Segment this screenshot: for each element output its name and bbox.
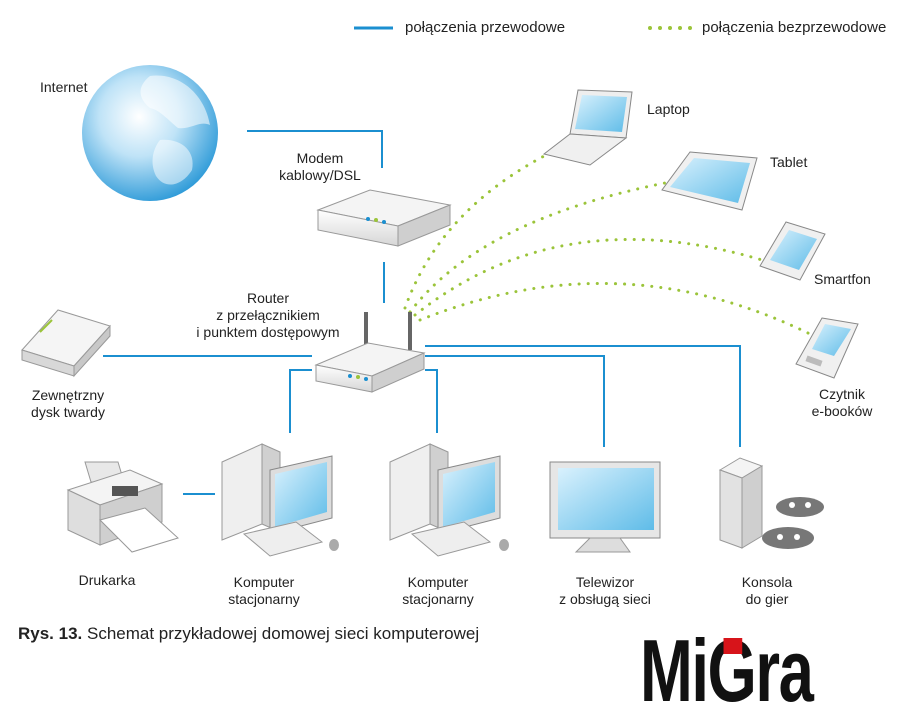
smartphone-icon: [759, 221, 826, 281]
printer-icon: [66, 461, 179, 553]
router-icon: [314, 312, 426, 393]
label-smartphone: Smartfon: [814, 271, 871, 287]
label-printer: Drukarka: [78, 572, 136, 588]
pc-2-icon: [389, 443, 509, 557]
external-drive-icon: [21, 309, 111, 378]
label-tablet: Tablet: [770, 154, 808, 170]
label-modem: Modem kablowy/DSL: [279, 150, 361, 183]
caption-prefix: Rys. 13.: [18, 624, 83, 643]
logo-red-dot: [723, 638, 743, 654]
legend-wireless-label: połączenia bezprzewodowe: [702, 19, 887, 36]
label-external-drive: Zewnętrzny dysk twardy: [31, 387, 105, 420]
caption-text: Schemat przykładowej domowej sieci kompu…: [82, 624, 480, 643]
label-pc-1: Komputer stacjonarny: [228, 574, 300, 607]
label-tv: Telewizor z obsługą sieci: [559, 574, 651, 607]
migra-logo: MiGra: [640, 626, 820, 716]
label-internet: Internet: [40, 79, 88, 95]
label-console: Konsola do gier: [741, 574, 793, 607]
legend-wired-label: połączenia przewodowe: [405, 19, 566, 36]
pc-1-icon: [221, 443, 339, 557]
figure-caption: Rys. 13. Schemat przykładowej domowej si…: [18, 624, 479, 644]
label-router: Router z przełącznikiem i punktem dostęp…: [196, 290, 340, 340]
wireless-connections: [403, 152, 814, 337]
label-laptop: Laptop: [647, 101, 690, 117]
ereader-icon: [795, 317, 859, 379]
logo-text: MiGra: [640, 621, 814, 720]
tablet-icon: [661, 151, 758, 211]
game-console-icon: [718, 457, 824, 549]
label-ereader: Czytnik e-booków: [811, 386, 873, 419]
laptop-icon: [542, 89, 633, 166]
modem-icon: [316, 189, 452, 247]
label-pc-2: Komputer stacjonarny: [402, 574, 474, 607]
wired-connections: [103, 130, 741, 495]
globe-icon: [82, 65, 218, 201]
legend-wireless-dots: [648, 26, 692, 30]
tv-icon: [549, 461, 661, 553]
